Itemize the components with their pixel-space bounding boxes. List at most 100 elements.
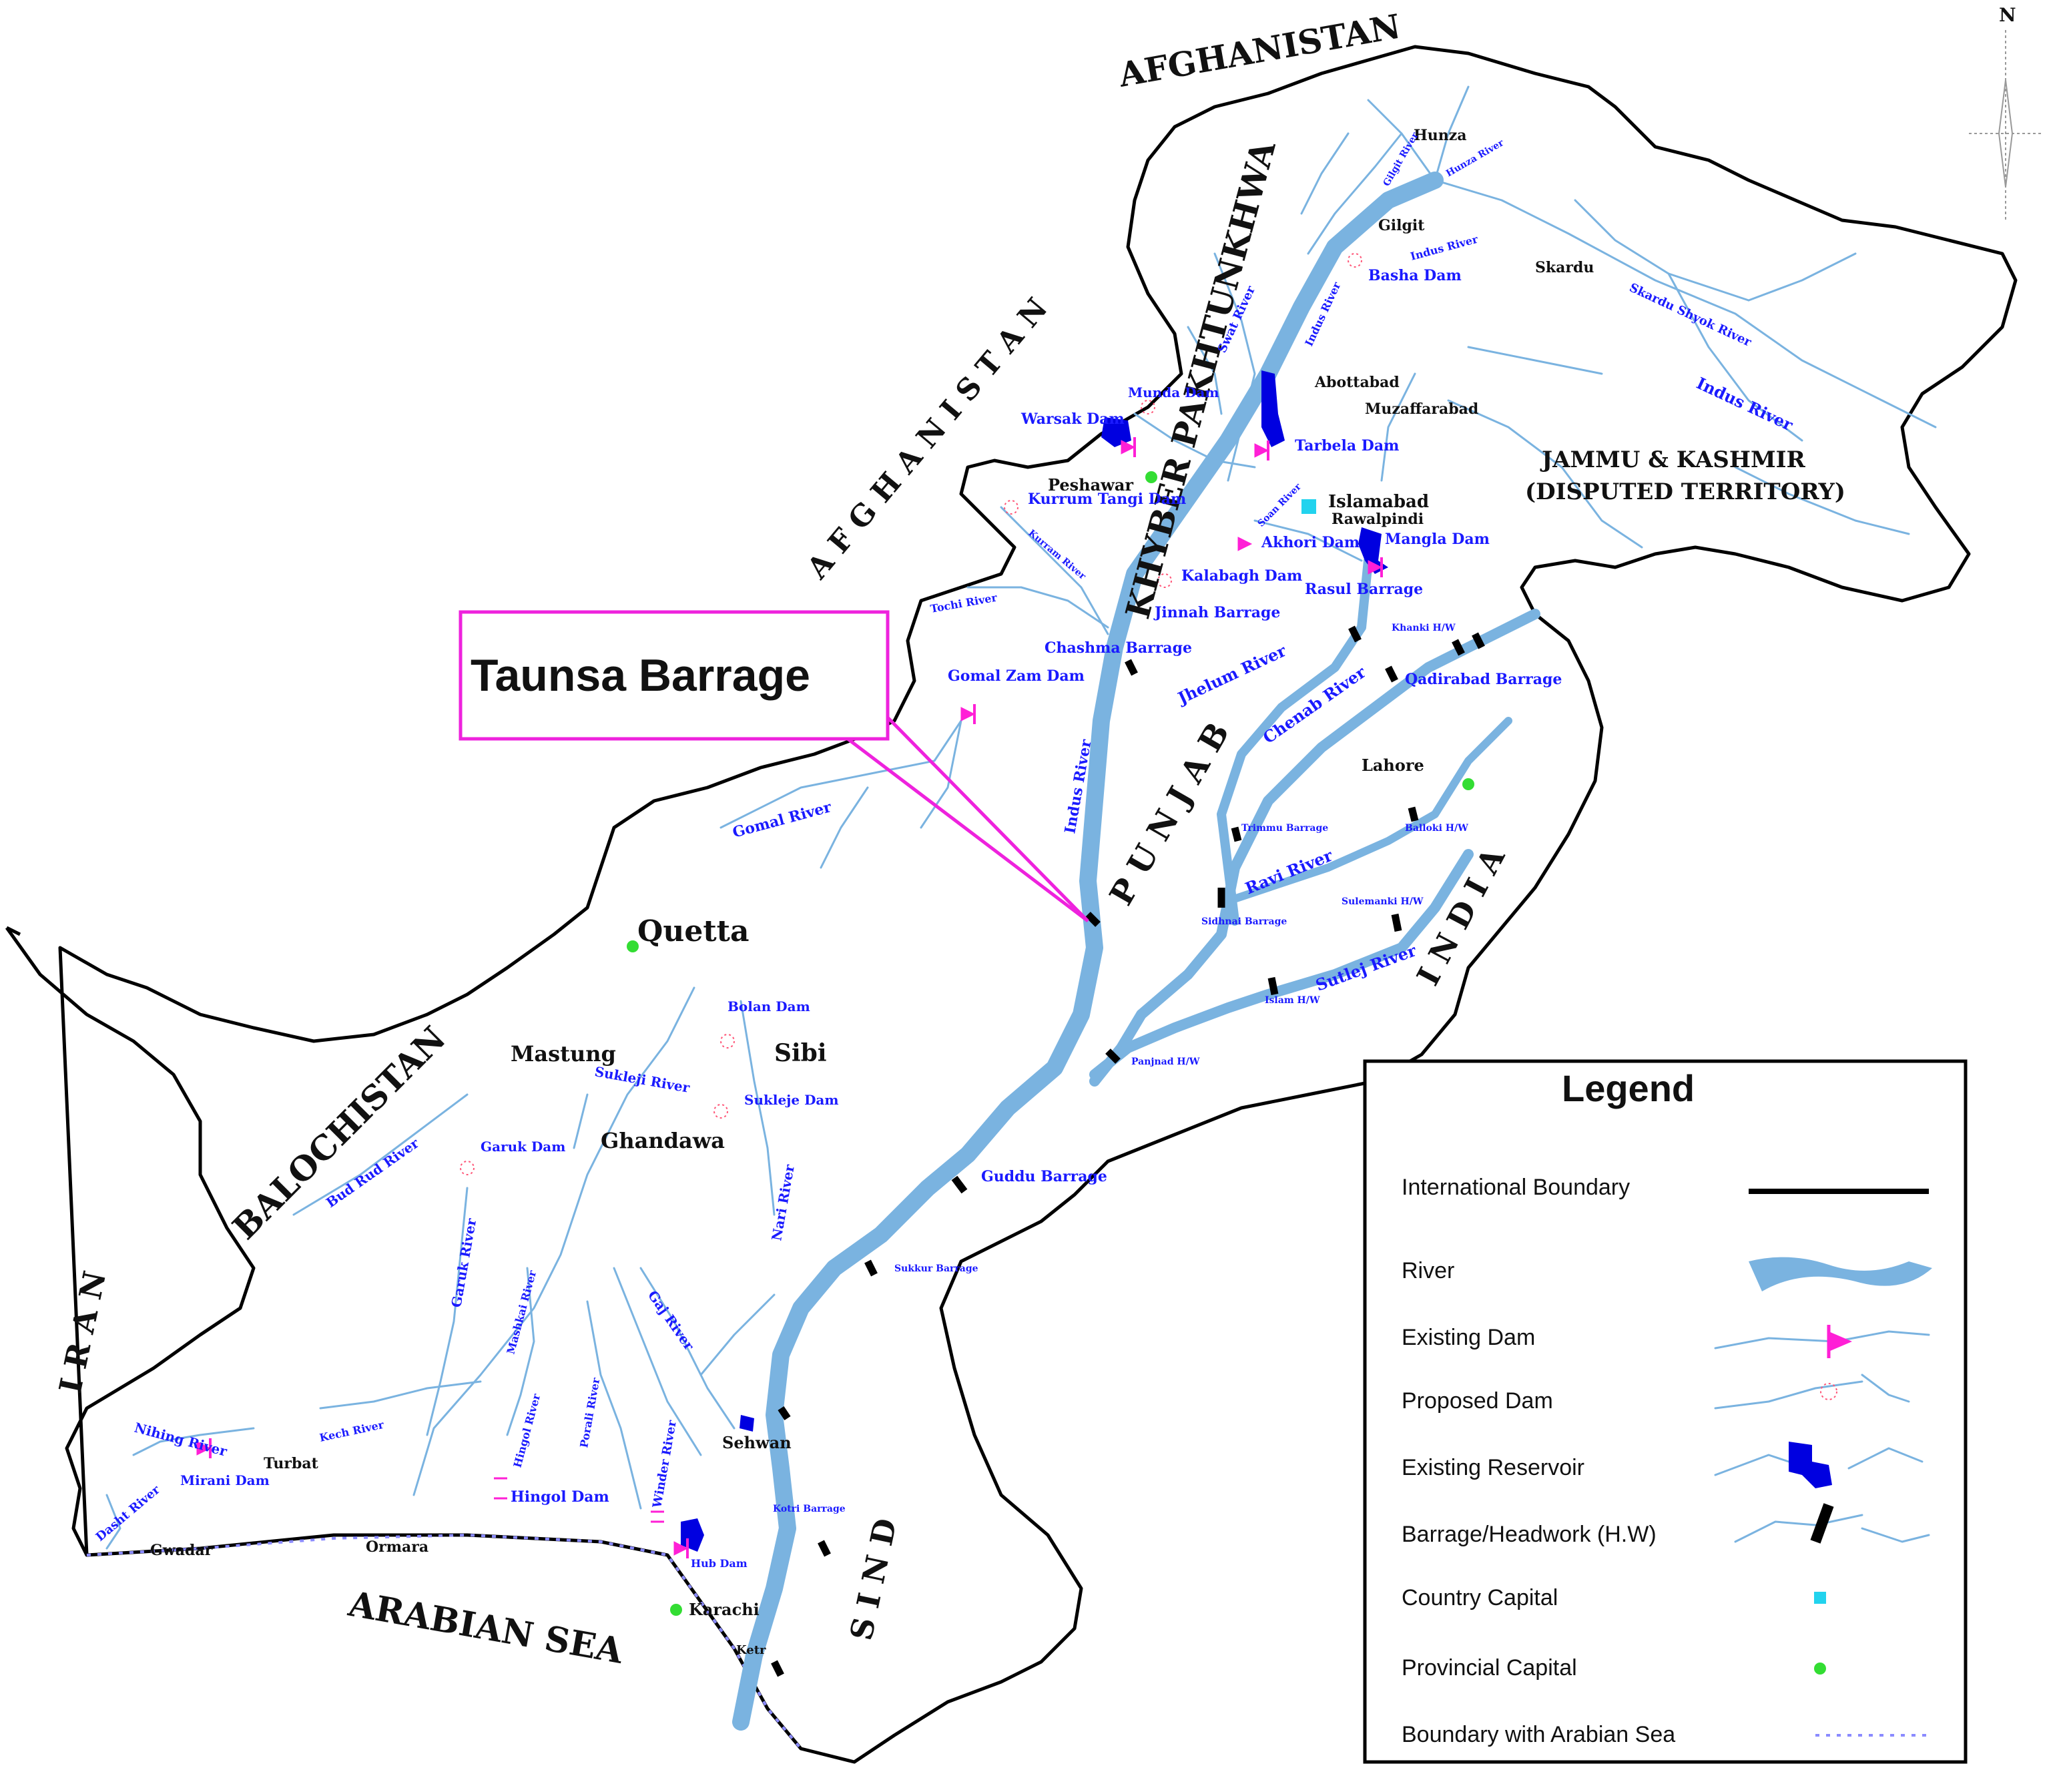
rasul-barrage-label: Rasul Barrage bbox=[1305, 581, 1423, 598]
sukkur-barrage-mark bbox=[864, 1259, 878, 1277]
city-labels: Hunza Gilgit Skardu Abottabad Muzaffarab… bbox=[150, 127, 1594, 1657]
karachi-provincial-capital-icon bbox=[670, 1604, 682, 1616]
sukkur-barrage-label: Sukkur Barrage bbox=[894, 1263, 978, 1274]
muzaffarabad-label: Muzaffarabad bbox=[1365, 400, 1478, 418]
proposed-dams bbox=[460, 253, 1362, 1175]
kotri-barrage-mark bbox=[818, 1540, 831, 1557]
trimmu-barrage-label: Trimmu Barrage bbox=[1241, 823, 1328, 834]
bolan-dam-label: Bolan Dam bbox=[727, 998, 810, 1014]
iran-label: I R A N bbox=[52, 1268, 113, 1397]
warsak-dam-label: Warsak Dam bbox=[1020, 410, 1125, 428]
kech-river-label: Kech River bbox=[318, 1418, 385, 1444]
hub-dam-mark bbox=[673, 1538, 689, 1558]
jinnah-barrage-label: Jinnah Barrage bbox=[1153, 604, 1280, 621]
legend-existing-dam-swatch bbox=[1714, 1325, 1930, 1358]
ghandawa-label: Ghandawa bbox=[601, 1128, 725, 1153]
chashma-barrage-label: Chashma Barrage bbox=[1045, 639, 1192, 657]
peshawar-provincial-capital-icon bbox=[1145, 471, 1157, 483]
qadirabad-barrage-label: Qadirabad Barrage bbox=[1405, 671, 1562, 688]
basha-dam-label: Basha Dam bbox=[1368, 267, 1462, 284]
ketr-label: Ketr bbox=[736, 1643, 766, 1657]
rawalpindi-label: Rawalpindi bbox=[1332, 511, 1424, 528]
munda-dam-label: Munda Dam bbox=[1128, 384, 1219, 400]
indus-river-kashmir-label: Indus River bbox=[1693, 373, 1796, 434]
ormara-label: Ormara bbox=[366, 1538, 428, 1556]
gomal-river-label: Gomal River bbox=[731, 798, 834, 842]
gwadar-label: Gwadar bbox=[150, 1542, 213, 1559]
callout-box bbox=[459, 610, 890, 741]
legend-title: Legend bbox=[1562, 1067, 1695, 1109]
khanki-hw-mark bbox=[1452, 639, 1465, 656]
skardu-label: Skardu bbox=[1535, 259, 1594, 276]
tarbela-reservoir bbox=[1261, 370, 1285, 447]
mangla-dam-label: Mangla Dam bbox=[1385, 531, 1490, 548]
legend: Legend International Boundary River Exis… bbox=[1363, 1059, 1968, 1764]
sehwan-reservoir bbox=[740, 1415, 754, 1432]
gomal-zam-dam-mark bbox=[960, 704, 976, 724]
munda-proposed-mark bbox=[1141, 400, 1155, 414]
hub-dam-label: Hub Dam bbox=[691, 1557, 748, 1570]
gilgit-label: Gilgit bbox=[1378, 217, 1425, 234]
afghanistan-west-label: A F G H A N I S T A N bbox=[800, 292, 1055, 586]
barrages bbox=[771, 625, 1485, 1677]
taunsa-barrage-mark bbox=[1085, 912, 1101, 927]
kurrum-tangi-dam-label: Kurrum Tangi Dam bbox=[1028, 491, 1186, 508]
legend-item-sea-boundary: Boundary with Arabian Sea bbox=[1402, 1722, 1675, 1747]
sind-province-label: S I N D bbox=[843, 1515, 904, 1643]
chenab-river bbox=[1089, 609, 1540, 1087]
mastung-label: Mastung bbox=[511, 1041, 616, 1067]
hingol-dam-mark bbox=[494, 1477, 507, 1500]
tributary-rivers bbox=[719, 85, 1937, 829]
indus-river-north-label: Indus River bbox=[1409, 232, 1480, 262]
legend-item-barrage: Barrage/Headwork (H.W) bbox=[1402, 1522, 1657, 1547]
khanki-hw-mark-2 bbox=[1472, 632, 1485, 649]
gomal-zam-dam-label: Gomal Zam Dam bbox=[948, 667, 1085, 685]
garuk-river-label: Garuk River bbox=[448, 1217, 479, 1309]
guddu-barrage-mark bbox=[951, 1175, 968, 1194]
khanki-hw-label: Khanki H/W bbox=[1392, 623, 1456, 633]
chenab-river-label: Chenab River bbox=[1259, 662, 1370, 748]
warsak-dam-mark bbox=[1121, 437, 1136, 457]
hingol-dam-label: Hingol Dam bbox=[511, 1488, 609, 1506]
balochistan-province-label: BALOCHISTAN bbox=[225, 1018, 453, 1247]
bolan-proposed-mark bbox=[720, 1034, 735, 1049]
tarbela-dam-label: Tarbela Dam bbox=[1295, 437, 1399, 455]
legend-country-capital-swatch bbox=[1814, 1592, 1826, 1604]
garuk-proposed-mark bbox=[460, 1161, 475, 1175]
panjnad-hw-label: Panjnad H/W bbox=[1131, 1057, 1200, 1067]
mirani-dam-label: Mirani Dam bbox=[180, 1472, 270, 1488]
karachi-label: Karachi bbox=[689, 1600, 760, 1619]
legend-item-existing-dam: Existing Dam bbox=[1402, 1325, 1535, 1350]
jammu-kashmir-label-line1: JAMMU & KASHMIR bbox=[1540, 446, 1806, 473]
akhori-dam-label: Akhori Dam bbox=[1261, 534, 1360, 551]
abottabad-label: Abottabad bbox=[1314, 374, 1400, 391]
dam-labels: Basha Dam Munda Dam Warsak Dam Tarbela D… bbox=[180, 267, 1490, 1570]
sukleje-proposed-mark bbox=[713, 1104, 728, 1119]
callout-pointer bbox=[846, 716, 1089, 922]
islam-hw-mark bbox=[1267, 976, 1279, 996]
international-boundary bbox=[5, 45, 2018, 1764]
sutlej-river-label: Sutlej River bbox=[1313, 940, 1419, 994]
existing-dams bbox=[196, 437, 1383, 1558]
sutlej-river bbox=[1089, 849, 1474, 1080]
islamabad-country-capital-icon bbox=[1301, 499, 1316, 514]
warsak-reservoir bbox=[1101, 417, 1131, 447]
trimmu-barrage-mark bbox=[1231, 826, 1242, 842]
balochistan-rivers bbox=[105, 786, 869, 1550]
hingol-river-label: Hingol River bbox=[511, 1392, 543, 1469]
legend-item-proposed-dam: Proposed Dam bbox=[1402, 1388, 1553, 1414]
mirani-dam-mark bbox=[196, 1438, 212, 1458]
panjnad-hw-mark bbox=[1105, 1049, 1121, 1064]
sidhnai-barrage-label: Sidhnai Barrage bbox=[1201, 916, 1287, 927]
kalabagh-dam-label: Kalabagh Dam bbox=[1181, 567, 1302, 585]
sukleji-river-label: Sukleji River bbox=[593, 1063, 691, 1096]
sehwan-barrage-mark bbox=[778, 1406, 791, 1421]
kotri-barrage-label: Kotri Barrage bbox=[773, 1504, 846, 1514]
legend-river-swatch bbox=[1749, 1257, 1932, 1291]
balloki-hw-label: Balloki H/W bbox=[1405, 823, 1468, 834]
lahore-label: Lahore bbox=[1362, 756, 1424, 775]
taunsa-barrage-callout: Taunsa Barrage bbox=[459, 610, 1089, 922]
skardu-shyok-river-label: Skardu Shyok River bbox=[1627, 280, 1754, 349]
ravi-river bbox=[1224, 717, 1512, 905]
winder-river-label: Winder River bbox=[650, 1419, 679, 1510]
